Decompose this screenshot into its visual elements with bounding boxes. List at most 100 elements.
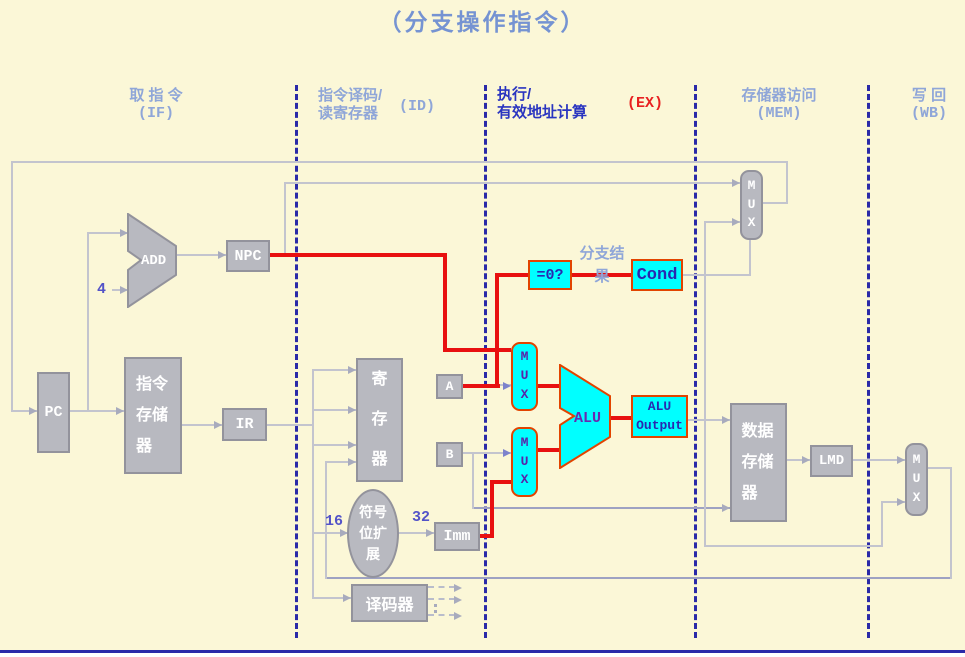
wire-segment	[87, 232, 128, 234]
mux-label: MUX	[912, 452, 921, 505]
arrowhead-icon	[120, 229, 128, 237]
wire-segment	[749, 240, 751, 276]
alu-input-mux-upper: MUX	[511, 342, 538, 411]
imm-label: Imm	[443, 528, 471, 545]
add-adder: ADD	[127, 213, 177, 308]
instruction-memory-label: 指令存储器	[136, 375, 169, 456]
lmd-label: LMD	[818, 453, 845, 469]
ir-register: IR	[222, 408, 267, 441]
wire-segment	[853, 459, 905, 461]
sign-extend-label: 符号位扩展	[359, 504, 387, 562]
stage-boundary-if-id	[295, 85, 298, 638]
wire-segment	[428, 586, 455, 588]
wire-segment	[182, 424, 222, 426]
stage-ex-name2: 有效地址计算	[497, 104, 588, 121]
arrowhead-icon	[722, 416, 730, 424]
highlighted-datapath-wire	[443, 253, 447, 352]
highlighted-datapath-wire	[495, 273, 528, 277]
stage-wb-abbr: (WB)	[910, 105, 947, 122]
wire-segment	[312, 409, 356, 411]
b-latch: B	[436, 442, 463, 467]
wire-segment	[284, 184, 286, 253]
highlighted-datapath-wire	[463, 384, 500, 388]
alu-input-mux-lower: MUX	[511, 427, 538, 497]
highlighted-datapath-wire	[538, 384, 566, 388]
arrowhead-icon	[503, 382, 511, 390]
wire-segment	[463, 452, 511, 454]
alu-shape-icon	[559, 364, 611, 469]
stage-boundary-id-ex	[484, 85, 487, 638]
stage-boundary-mem-wb	[867, 85, 870, 638]
alu-output-register: ALU Output	[631, 395, 688, 438]
wire-segment	[763, 202, 788, 204]
highlighted-datapath-wire	[480, 534, 494, 538]
arrowhead-icon	[218, 251, 226, 259]
mux-label: MUX	[747, 177, 756, 231]
highlighted-datapath-wire	[490, 480, 494, 538]
wire-segment	[881, 501, 905, 503]
ellipsis-dot	[434, 604, 437, 607]
b-latch-label: B	[445, 447, 454, 462]
wire-segment	[928, 467, 952, 469]
ir-label: IR	[235, 416, 254, 433]
pc-label: PC	[44, 404, 63, 421]
bottom-margin	[0, 653, 965, 657]
wire-segment	[267, 424, 314, 426]
wire-segment	[786, 161, 788, 203]
zero-test-unit: =0?	[528, 260, 572, 290]
wire-segment	[312, 370, 314, 599]
wire-segment	[472, 507, 730, 509]
stage-id-name2: 读寄存器	[318, 105, 379, 122]
stage-boundary-ex-mem	[694, 85, 697, 638]
arrowhead-icon	[802, 456, 810, 464]
arrowhead-icon	[348, 441, 356, 449]
zero-test-label: =0?	[536, 266, 564, 284]
wire-segment	[11, 161, 13, 412]
width-32-label: 32	[412, 509, 431, 526]
wire-segment	[70, 410, 124, 412]
adder-shape-icon	[127, 213, 177, 308]
decoder-label: 译码器	[365, 597, 414, 614]
arrowhead-icon	[343, 594, 351, 602]
ellipsis-dot	[434, 610, 437, 613]
wire-segment	[176, 254, 226, 256]
arrowhead-icon	[29, 407, 37, 415]
wire-segment	[11, 161, 788, 163]
data-memory-label: 数据存储器	[741, 422, 774, 503]
arrowhead-icon	[340, 529, 348, 537]
wire-segment	[312, 532, 348, 534]
npc-label: NPC	[234, 247, 262, 265]
stage-mem-abbr: (MEM)	[756, 105, 802, 122]
wire-segment	[950, 468, 952, 579]
lmd-register: LMD	[810, 445, 853, 477]
stage-if-abbr: (IF)	[137, 105, 174, 122]
stage-header-ex: 执行/ 有效地址计算 (EX)	[497, 86, 677, 122]
wire-segment	[312, 444, 356, 446]
bottom-border	[0, 650, 965, 653]
arrowhead-icon	[348, 406, 356, 414]
alu-unit: ALU	[559, 364, 611, 469]
arrowhead-icon	[503, 449, 511, 457]
arrowhead-icon	[732, 179, 740, 187]
wire-segment	[87, 233, 89, 411]
stage-header-id: 指令译码/ 读寄存器 (ID)	[318, 87, 468, 123]
npc-register: NPC	[226, 240, 270, 272]
imm-register: Imm	[434, 522, 480, 551]
arrowhead-icon	[214, 421, 222, 429]
arrowhead-icon	[348, 458, 356, 466]
highlighted-datapath-wire	[495, 273, 499, 388]
wire-segment	[312, 369, 356, 371]
arrowhead-icon	[454, 584, 462, 592]
arrowhead-icon	[426, 529, 434, 537]
arrowhead-icon	[897, 498, 905, 506]
wire-segment	[704, 545, 883, 547]
arrowhead-icon	[897, 456, 905, 464]
wire-segment	[472, 453, 474, 509]
data-memory: 数据存储器	[730, 403, 787, 522]
highlighted-datapath-wire	[443, 348, 511, 352]
highlighted-datapath-wire	[538, 448, 566, 452]
wire-segment	[688, 419, 730, 421]
stage-header-if: 取 指 令 (IF)	[97, 87, 215, 123]
register-file: 寄存器	[356, 358, 403, 482]
stage-wb-name: 写 回	[911, 87, 947, 104]
